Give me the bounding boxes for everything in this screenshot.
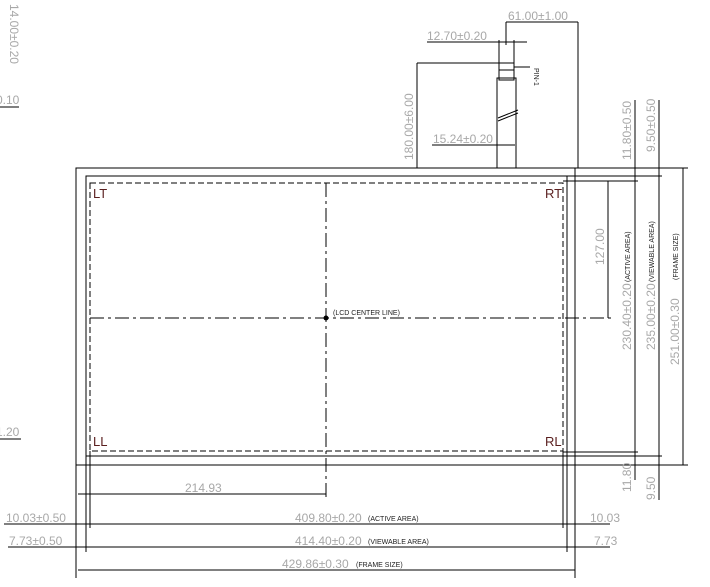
dim-viewable-right: 7.73 [594, 534, 618, 548]
dim-top-b: 9.50±0.50 [644, 98, 658, 152]
corner-lt: LT [93, 186, 107, 201]
fpc-cable [496, 40, 519, 169]
dim-bot-b: 9.50 [644, 476, 658, 500]
dim-left-top: 14.00±0.20 [7, 4, 21, 64]
dim-half-height: 127.00 [593, 228, 607, 265]
dim-active-width: 409.80±0.20 [295, 511, 362, 525]
dim-fpc-pitch: 15.24±0.20 [433, 132, 493, 146]
viewable-area-outline [85, 175, 568, 457]
dim-fpc-width: 12.70±0.20 [427, 29, 487, 43]
dim-fpc-length: 180.00±6.00 [402, 93, 416, 160]
frame-width-label: (FRAME SIZE) [356, 562, 403, 569]
dim-top-a: 11.80±0.50 [620, 101, 634, 160]
center-label: (LCD CENTER LINE) [333, 310, 400, 317]
corner-rl: RL [545, 434, 562, 449]
viewable-height-label: (VIEWABLE AREA) [649, 221, 656, 282]
dim-frame-width: 429.86±0.30 [282, 557, 349, 571]
dim-bot-a: 11.80 [620, 463, 634, 492]
active-height-label: (ACTIVE AREA) [625, 231, 632, 282]
center-mark-icon [323, 315, 329, 321]
viewable-width-label: (VIEWABLE AREA) [368, 539, 429, 546]
frame-height-label: (FRAME SIZE) [673, 233, 680, 280]
corner-rt: RT [545, 186, 562, 201]
active-width-label: (ACTIVE AREA) [368, 516, 419, 523]
dim-half-width: 214.93 [185, 481, 222, 495]
dim-active-height: 230.40±0.20 [620, 283, 634, 350]
dim-viewable-width: 414.40±0.20 [295, 534, 362, 548]
dim-left-mid: 0.10 [0, 93, 20, 107]
dim-viewable-left: 7.73±0.50 [9, 534, 63, 548]
corner-ll: LL [93, 434, 107, 449]
dim-active-left: 10.03±0.50 [6, 511, 66, 525]
dim-viewable-height: 235.00±0.20 [644, 283, 658, 350]
dim-active-right: 10.03 [590, 511, 620, 525]
dim-frame-height: 251.00±0.30 [668, 298, 682, 365]
pin-1-label: PIN-1 [532, 68, 539, 86]
dim-left-bottom: 1.20 [0, 425, 20, 439]
dim-fpc-offset: 61.00±1.00 [508, 9, 568, 23]
